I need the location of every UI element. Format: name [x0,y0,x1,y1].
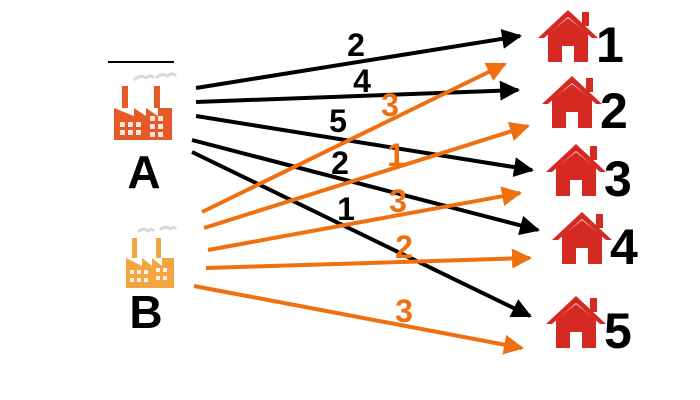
destination-label: 3 [604,151,632,207]
destination-label: 4 [610,219,638,275]
cost-label-a-2: 4 [353,63,371,99]
factory-b-label: B [129,286,162,338]
factory-icon [114,72,178,140]
route-a-1 [195,28,522,90]
house-icon [546,296,606,348]
destination-label: 2 [600,83,628,139]
house-icon [552,212,612,264]
route-a-3 [195,114,534,178]
route-b-5 [193,284,524,355]
cost-label-a-4: 2 [331,145,349,181]
cost-label-b-1: 3 [381,87,399,123]
house-icon [546,144,606,196]
destination-4: 4 [552,212,638,275]
destination-label: 5 [604,303,632,359]
route-a-5 [191,150,532,318]
cost-label-b-2: 1 [387,137,405,173]
house-icon [538,10,598,62]
factory-a-label: A [127,146,160,198]
cost-label-b-4: 2 [395,229,413,265]
route-a-4 [191,138,540,236]
houses-layer: 1 2 3 4 5 [538,10,638,359]
destination-3: 3 [546,144,632,207]
cost-label-b-5: 3 [395,293,413,329]
house-icon [542,76,602,128]
cost-label-a-3: 5 [329,103,347,139]
cost-label-b-3: 3 [389,183,407,219]
factory-b: B [126,225,178,338]
route-b-2 [203,121,530,230]
destination-5: 5 [546,296,632,359]
destination-2: 2 [542,76,628,139]
destination-1: 1 [538,10,624,73]
route-b-3 [207,186,522,252]
routes-layer [191,28,540,355]
route-b-4 [205,248,532,270]
factory-a: A [114,72,178,198]
route-a-2 [195,80,520,104]
factory-icon [126,225,178,288]
cost-label-a-5: 1 [337,191,355,227]
route-b-1 [201,62,507,214]
cost-label-a-1: 2 [347,27,365,63]
destination-label: 1 [596,17,624,73]
